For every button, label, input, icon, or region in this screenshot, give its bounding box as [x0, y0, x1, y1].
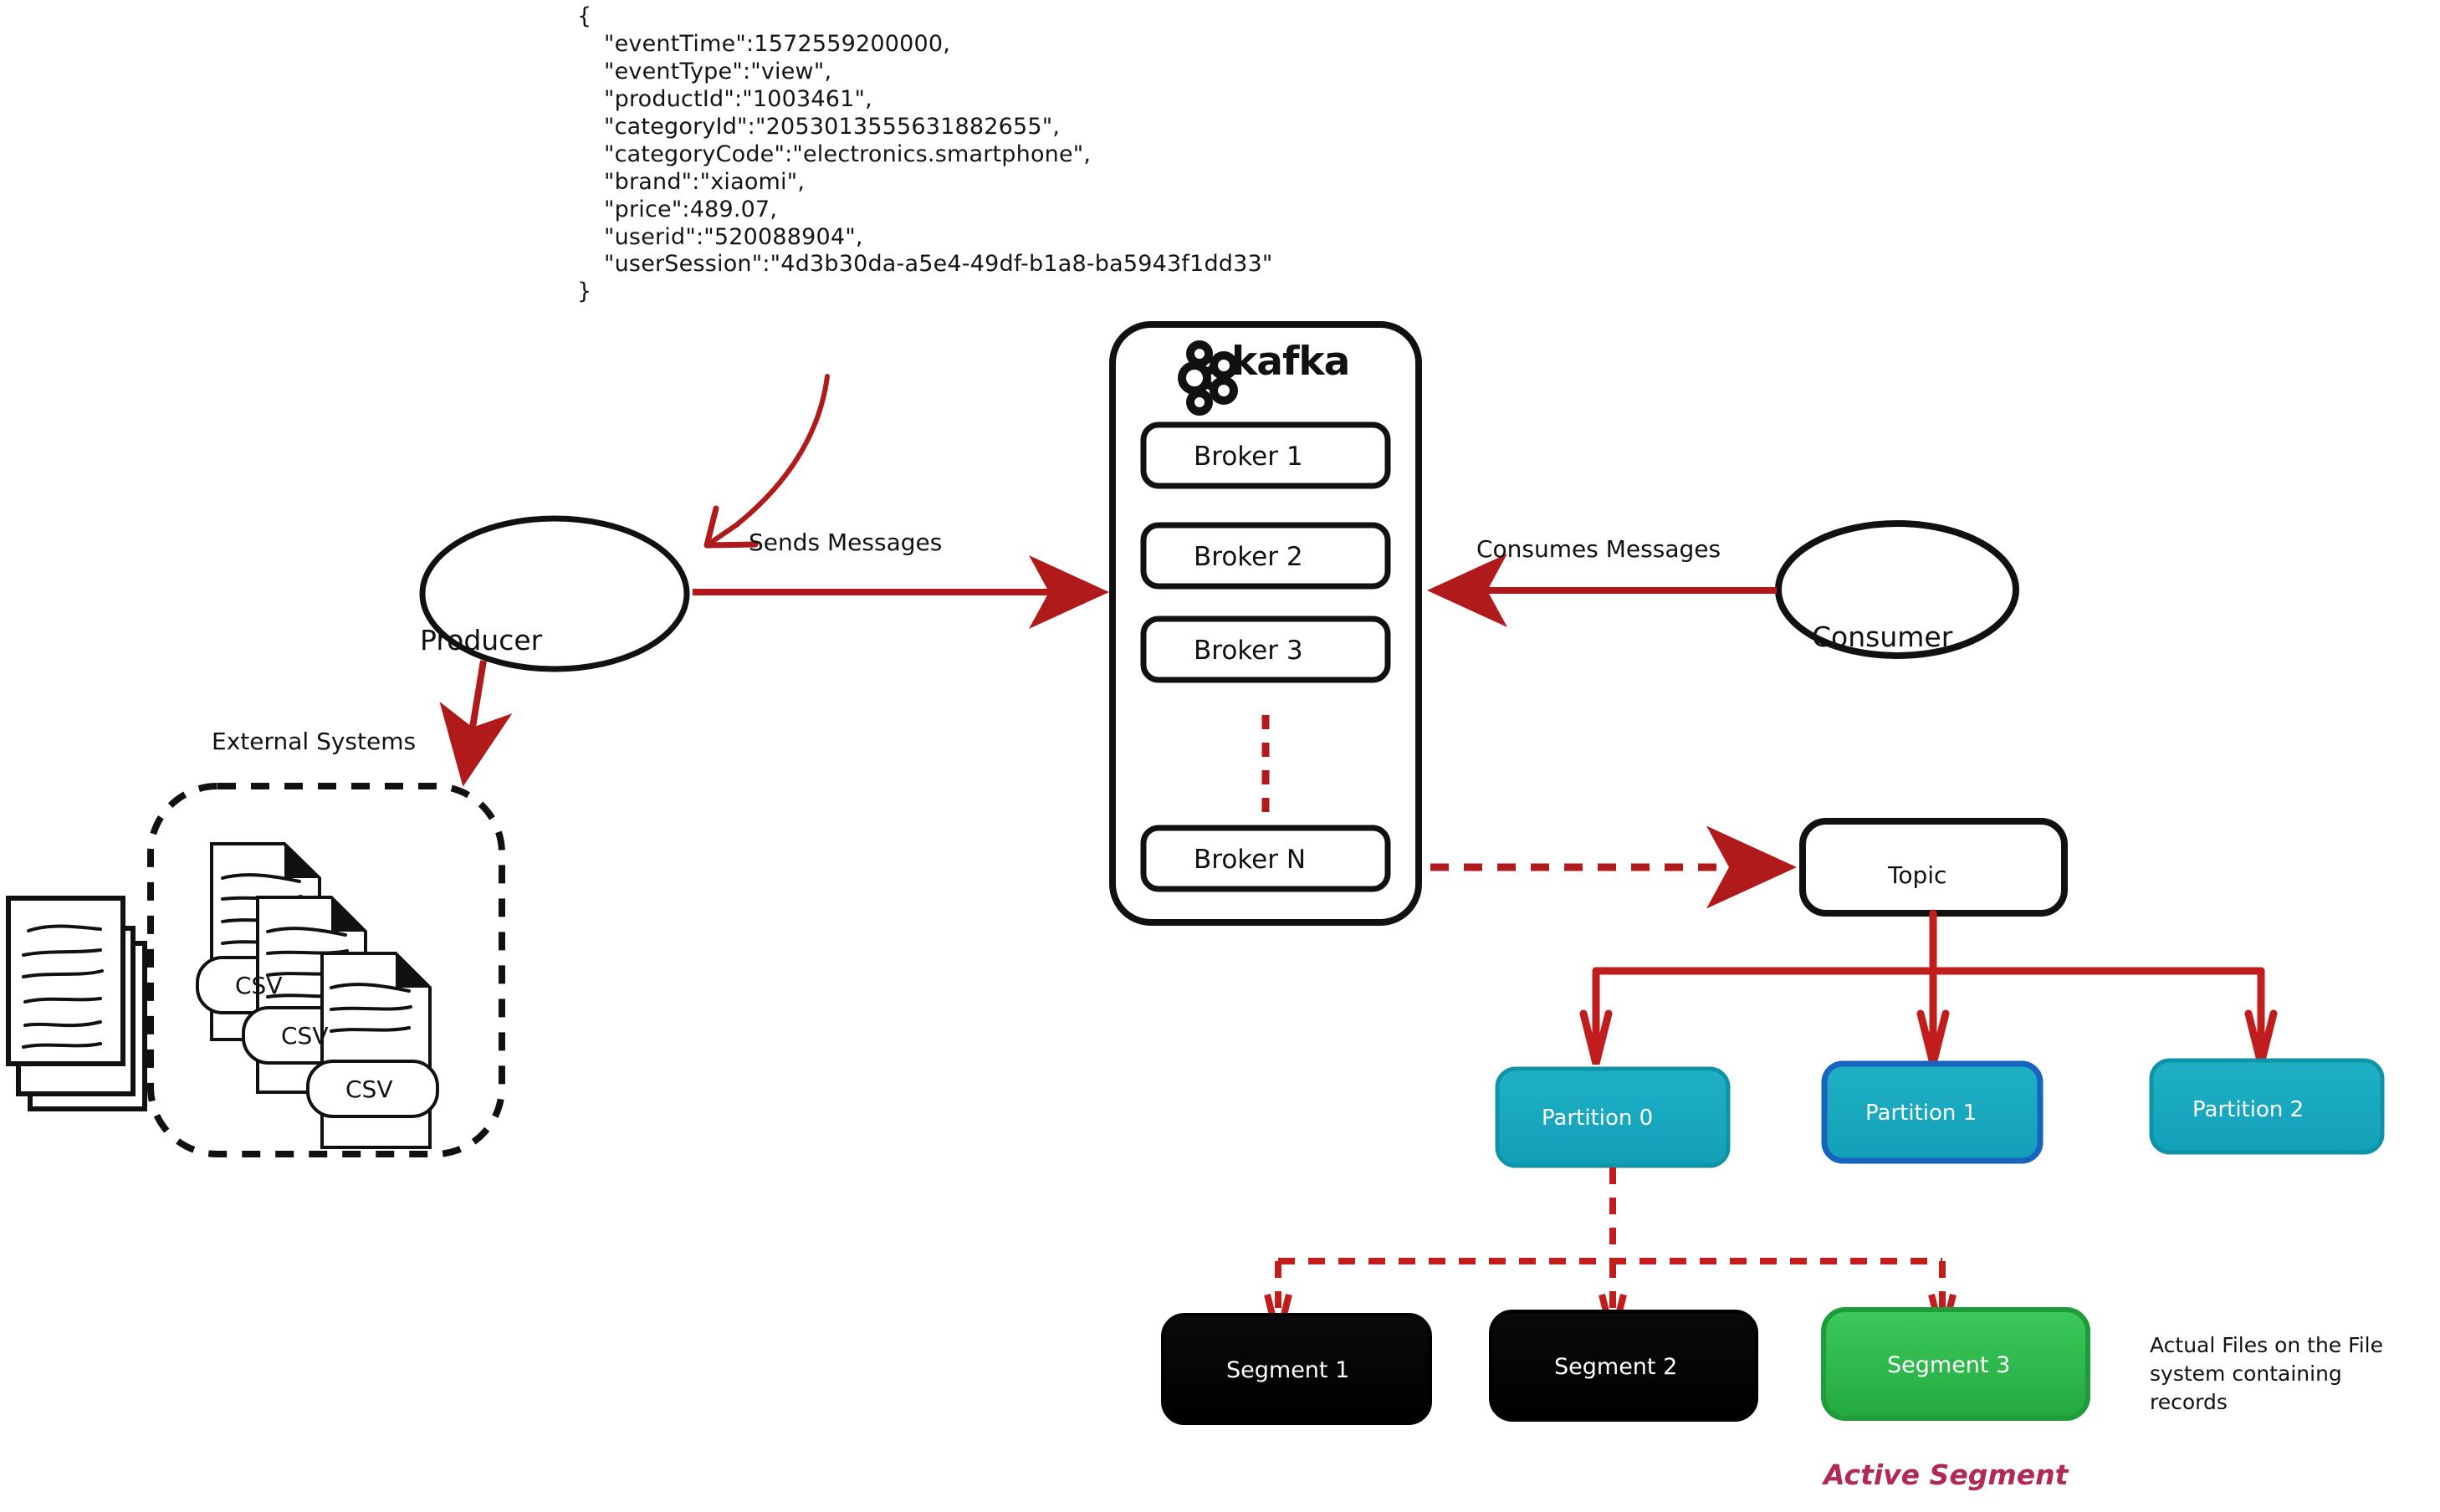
producer-label: Producer: [420, 624, 543, 656]
partition-0-box[interactable]: [1495, 1066, 1731, 1168]
segment-3-box[interactable]: [1821, 1307, 2090, 1421]
segment-1-label: Segment 1: [1226, 1357, 1350, 1383]
consumer-node[interactable]: [1775, 520, 2019, 659]
topic-to-partitions-connectors: [1579, 909, 2278, 1065]
segment-1-box[interactable]: [1161, 1313, 1432, 1425]
consumes-messages-label: Consumes Messages: [1476, 535, 1721, 563]
csv-label-3: CSV: [345, 1075, 393, 1103]
json-line-userid: "userid":"520088904",: [604, 223, 863, 250]
partition-2-box[interactable]: [2149, 1058, 2385, 1155]
broker-3-label: Broker 3: [1194, 636, 1303, 666]
kafka-wordmark: kafka: [1231, 339, 1350, 385]
segment-2-label: Segment 2: [1554, 1354, 1678, 1380]
producer-to-external-arrow: [439, 660, 513, 787]
segment-3-label: Segment 3: [1887, 1352, 2011, 1378]
json-to-producer-arrow: [703, 374, 830, 549]
json-line-productId: "productId":"1003461",: [604, 85, 872, 112]
producer-node[interactable]: [419, 515, 690, 672]
json-message-block: { "eventTime":1572559200000, "eventType"…: [577, 3, 1330, 306]
partition-2-label: Partition 2: [2192, 1097, 2304, 1122]
external-systems-label: External Systems: [212, 728, 417, 755]
json-close-brace: }: [577, 278, 592, 305]
partition-1-box[interactable]: [1821, 1060, 2044, 1164]
broker-2-box[interactable]: [1140, 522, 1391, 590]
broker-1-label: Broker 1: [1194, 442, 1303, 472]
json-line-userSession: "userSession":"4d3b30da-a5e4-49df-b1a8-b…: [604, 251, 1273, 278]
files-note-label: Actual Files on the File system containi…: [2150, 1333, 2383, 1414]
broker-n-label: Broker N: [1194, 845, 1307, 875]
active-segment-label: Active Segment: [1824, 1458, 2069, 1491]
json-line-categoryId: "categoryId":"2053013555631882655",: [604, 113, 1061, 140]
broker-1-box[interactable]: [1140, 421, 1391, 489]
broker-n-box[interactable]: [1140, 825, 1391, 892]
json-open-brace: {: [577, 3, 592, 29]
topic-label: Topic: [1888, 861, 1947, 889]
sends-messages-label: Sends Messages: [749, 529, 943, 556]
kafka-logo-icon: [1178, 340, 1238, 416]
json-line-eventType: "eventType":"view",: [604, 58, 832, 84]
json-line-brand: "brand":"xiaomi",: [604, 168, 806, 195]
segment-2-box[interactable]: [1489, 1310, 1758, 1422]
csv-label-2: CSV: [281, 1022, 329, 1050]
json-line-categoryCode: "categoryCode":"electronics.smartphone",: [604, 140, 1092, 167]
partition-1-label: Partition 1: [1865, 1101, 1977, 1126]
consumer-label: Consumer: [1812, 621, 1953, 653]
json-line-eventTime: "eventTime":1572559200000,: [604, 30, 951, 57]
broker-2-label: Broker 2: [1194, 542, 1303, 572]
csv-label-1: CSV: [235, 972, 283, 999]
document-stack-icon: [6, 896, 147, 1111]
json-line-price: "price":489.07,: [604, 196, 778, 222]
csv-file-icon-3: [306, 952, 439, 1149]
partition-0-label: Partition 0: [1542, 1106, 1654, 1131]
broker-3-box[interactable]: [1140, 616, 1391, 683]
